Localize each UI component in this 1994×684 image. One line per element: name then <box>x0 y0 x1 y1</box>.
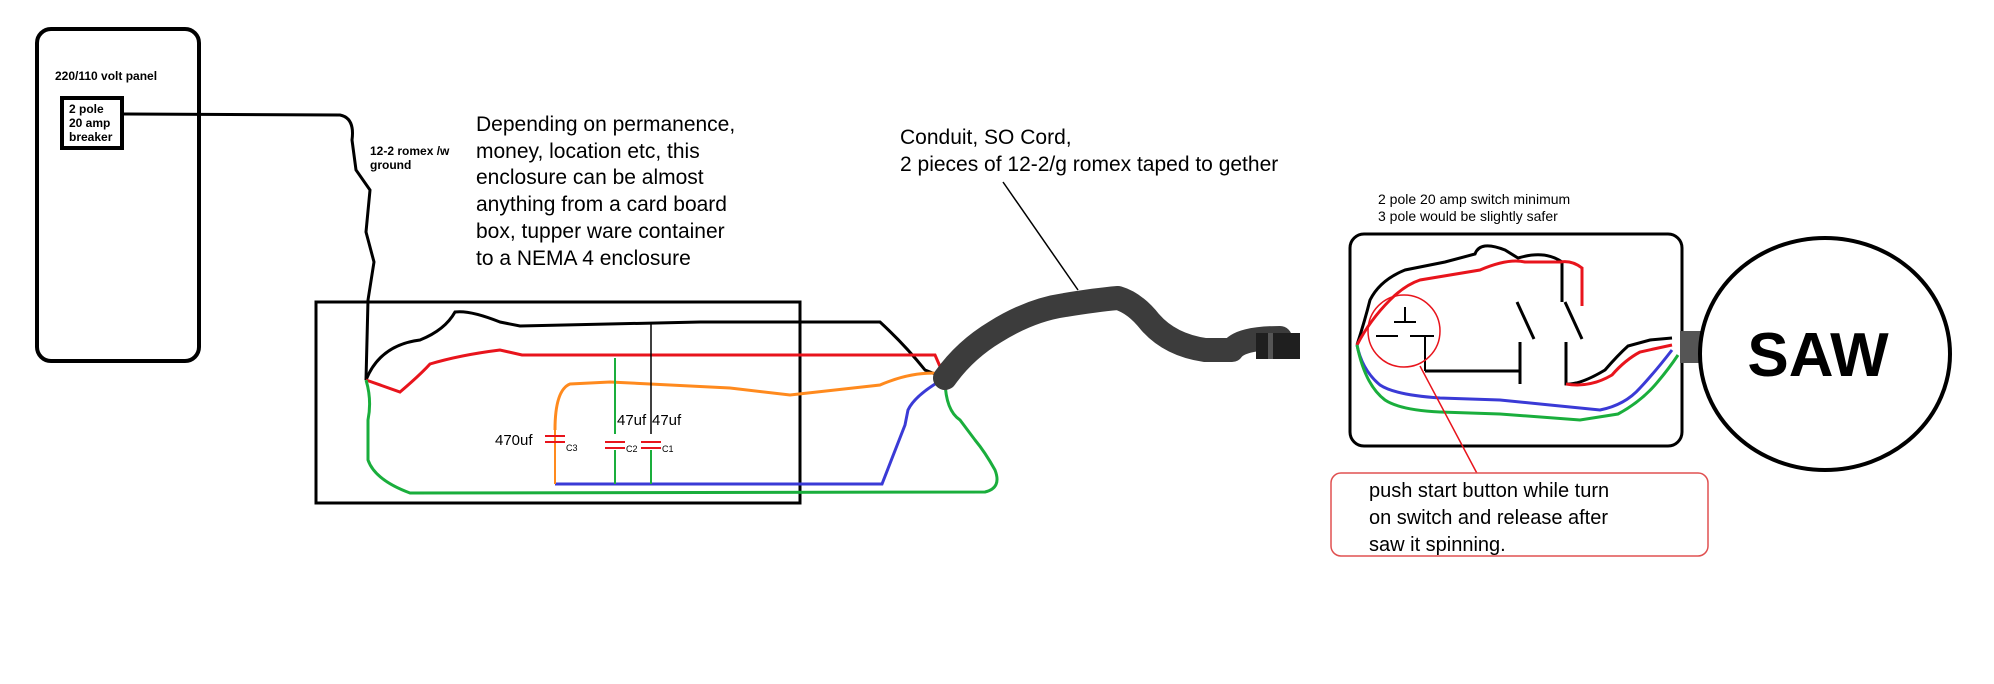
cap-c3-label: C3 <box>566 443 578 453</box>
cap-c1-value: 47uf <box>652 412 682 429</box>
capacitor-enclosure <box>314 300 802 505</box>
breaker-line-1: 2 pole <box>69 102 104 116</box>
callout-leader <box>1419 365 1481 480</box>
switch-note-line-2: 3 pole would be slightly safer <box>1378 208 1558 224</box>
switch-note-line-1: 2 pole 20 amp switch minimum <box>1378 191 1570 207</box>
red-wire-enclosure <box>365 348 947 394</box>
black-wire-switch <box>1355 244 1564 346</box>
enclosure-note-line-3: enclosure can be almost <box>476 166 704 189</box>
breaker-line-2: 20 amp <box>69 116 110 130</box>
enclosure-note-line-5: box, tupper ware container <box>476 220 725 243</box>
cap-c2-value: 47uf <box>617 412 647 429</box>
saw-connector <box>1680 331 1702 363</box>
romex-label-line-1: 12-2 romex /w <box>370 144 450 158</box>
switch-pole-2 <box>1563 301 1584 340</box>
enclosure-note-line-6: to a NEMA 4 enclosure <box>476 247 691 270</box>
black-wire-enclosure <box>364 310 946 381</box>
capacitor-c2 <box>605 441 625 449</box>
callout-line-2: on switch and release after <box>1369 507 1608 529</box>
green-wire-enclosure <box>364 377 999 495</box>
blue-wire-enclosure <box>555 376 946 486</box>
saw-motor <box>1698 236 1952 472</box>
blue-wire-switch <box>1355 344 1674 412</box>
cord-note-line-2: 2 pieces of 12-2/g romex taped to gether <box>900 153 1278 176</box>
so-cord <box>933 286 1292 390</box>
electrical-panel <box>35 27 201 363</box>
push-button-highlight <box>1367 294 1441 368</box>
breaker-line-3: breaker <box>69 130 113 144</box>
cap-c2-label: C2 <box>626 444 638 454</box>
enclosure-note-line-2: money, location etc, this <box>476 140 700 163</box>
saw-label: SAW <box>1747 321 1889 390</box>
callout-line-1: push start button while turn <box>1369 480 1609 502</box>
cord-note-line-1: Conduit, SO Cord, <box>900 126 1072 149</box>
green-wire-switch <box>1355 344 1680 422</box>
capacitor-c3 <box>545 435 565 443</box>
romex-cable <box>121 112 376 381</box>
enclosure-note-line-4: anything from a card board <box>476 193 727 216</box>
switch-drop-right <box>1564 336 1673 386</box>
cord-connector-band <box>1268 333 1273 359</box>
cap-c1-label: C1 <box>662 444 674 454</box>
panel-title: 220/110 volt panel <box>55 69 157 83</box>
callout-box <box>1330 472 1709 557</box>
orange-wire-enclosure <box>553 371 946 431</box>
cord-connector <box>1256 333 1300 359</box>
enclosure-note-line-1: Depending on permanence, <box>476 113 735 136</box>
cap-c3-value: 470uf <box>495 432 533 449</box>
red-wire-to-saw <box>1565 343 1673 387</box>
romex-label-line-2: ground <box>370 158 411 172</box>
push-button-symbol <box>1376 307 1434 371</box>
callout-line-3: saw it spinning. <box>1369 534 1506 556</box>
cord-note-leader <box>1002 181 1079 291</box>
breaker-box <box>60 96 124 150</box>
switch-pole-1 <box>1515 301 1536 340</box>
capacitor-c1 <box>641 441 661 449</box>
red-wire-switch <box>1355 259 1584 346</box>
